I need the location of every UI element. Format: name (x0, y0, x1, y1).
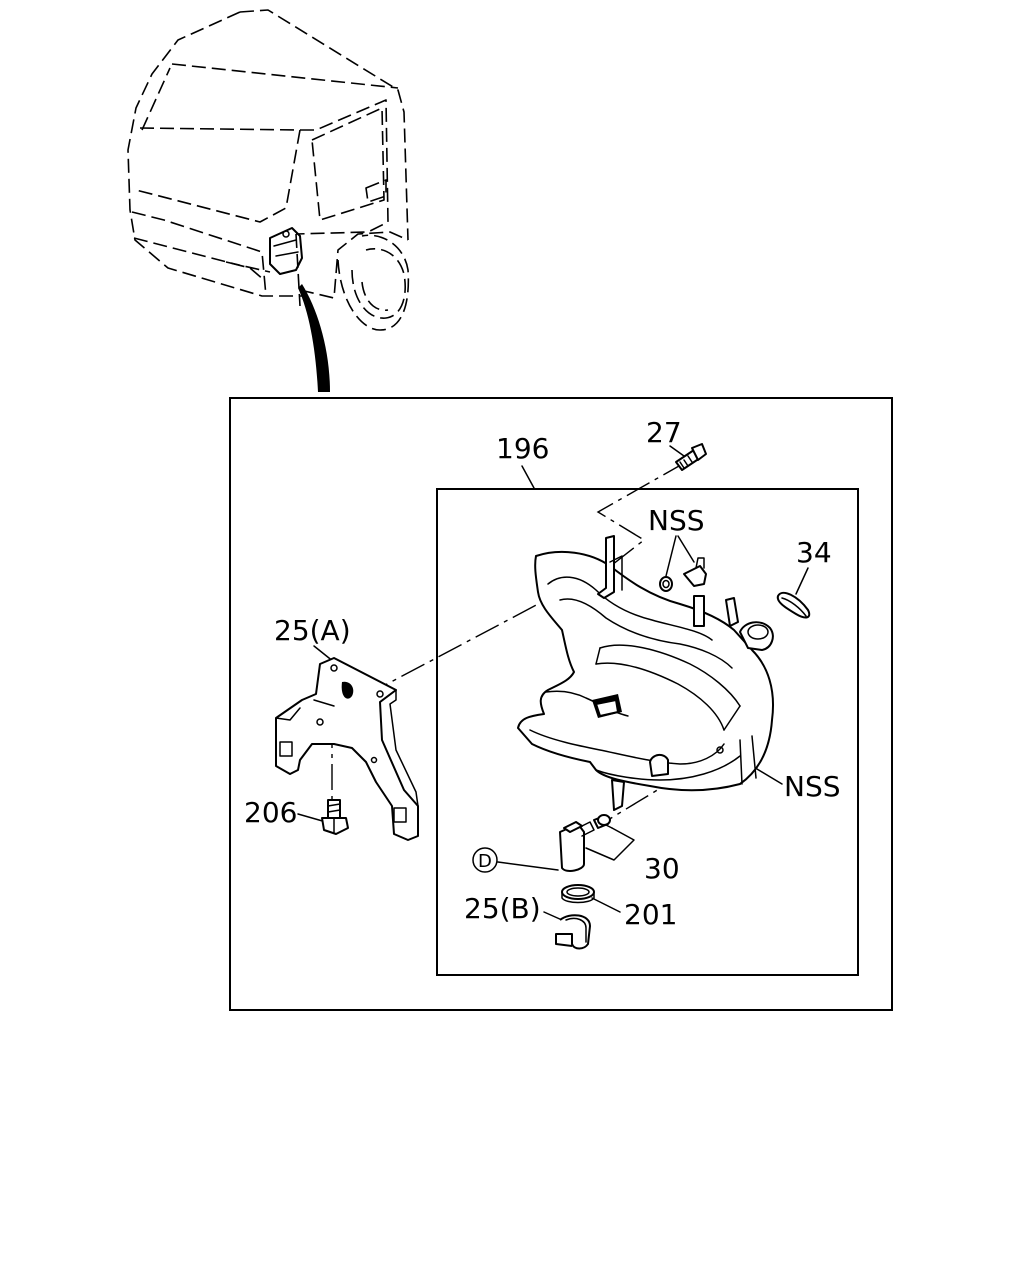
label-201: 201 (624, 898, 677, 931)
bracket-25a (275, 657, 419, 841)
nss-grommet (659, 576, 673, 592)
label-206: 206 (244, 796, 297, 829)
outer-frame (229, 397, 893, 1011)
label-27: 27 (646, 416, 682, 449)
leader-201 (591, 897, 621, 913)
location-pointer (298, 284, 330, 392)
leader-206 (297, 813, 327, 823)
label-25a: 25(A) (274, 614, 351, 647)
leader-34 (795, 567, 809, 595)
leader-30 (585, 827, 635, 861)
clamp-25b (555, 914, 591, 950)
leader-27 (669, 445, 685, 457)
truck-cab-illustration (127, 9, 410, 392)
grommet-201 (561, 884, 595, 904)
label-nss-top: NSS (648, 504, 705, 537)
label-30: 30 (644, 852, 680, 885)
label-nss-right: NSS (784, 770, 841, 803)
bolt-27 (675, 443, 707, 471)
svg-text:D: D (478, 851, 492, 872)
bolt-206 (321, 799, 349, 835)
cap-34 (776, 591, 811, 619)
label-34: 34 (796, 536, 832, 569)
washer-tank-location (269, 227, 303, 275)
assembly-frame (436, 488, 859, 976)
alignment-line-bolt (596, 461, 687, 569)
label-196: 196 (496, 432, 549, 465)
leader-nss-top (665, 535, 695, 577)
pump-30 (559, 814, 611, 872)
label-25b: 25(B) (464, 892, 541, 925)
nss-connector (683, 557, 707, 587)
leader-196 (521, 465, 535, 489)
callout-d: D (472, 847, 559, 873)
washer-tank-196 (517, 535, 774, 811)
leader-25b (543, 911, 563, 921)
leader-nss-right (751, 765, 783, 785)
